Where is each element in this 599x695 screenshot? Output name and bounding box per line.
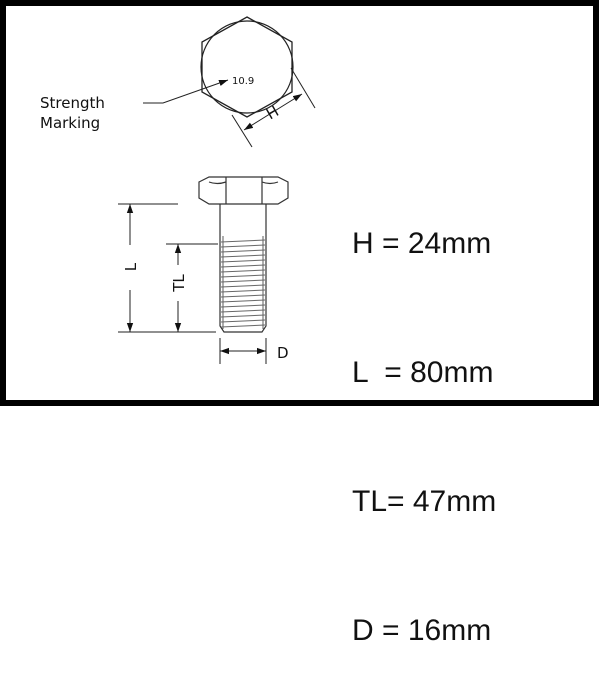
spec-length: L = 80mm	[352, 356, 494, 389]
spec-head-width: H = 24mm	[352, 227, 492, 260]
head-grade-mark: 10.9	[232, 76, 254, 87]
thread-line	[220, 239, 266, 243]
thread-line	[220, 314, 266, 318]
thread-line	[220, 279, 266, 283]
thread-line	[220, 269, 266, 273]
thread-line	[220, 249, 266, 253]
diagram-frame	[0, 0, 599, 406]
thread-line	[220, 264, 266, 268]
bolt-side-view	[198, 176, 289, 333]
length-dimension	[118, 203, 216, 333]
thread-line	[220, 259, 266, 263]
thread-line	[220, 309, 266, 313]
thread-line	[220, 254, 266, 258]
hex-head-top-view	[200, 16, 294, 118]
bolt-diagram: 10.9 Strength Marking H L	[40, 16, 316, 364]
strength-marking-label-line1: Strength	[40, 94, 105, 112]
strength-marking-label-line2: Marking	[40, 114, 100, 132]
spec-thread-length: TL= 47mm	[352, 485, 497, 518]
strength-marking-leader	[143, 79, 229, 104]
thread-line	[220, 294, 266, 298]
spec-diameter: D = 16mm	[352, 614, 492, 647]
thread-line	[220, 304, 266, 308]
diameter-label: D	[277, 344, 289, 362]
thread-line	[220, 284, 266, 288]
thread-length-dimension	[166, 243, 218, 332]
thread-line	[220, 324, 266, 328]
head-width-dimension	[231, 67, 316, 148]
head-width-label: H	[263, 102, 282, 123]
diameter-dimension	[219, 338, 267, 364]
spec-list: H = 24mm L = 80mm TL= 47mm D = 16mm	[352, 136, 496, 695]
thread-line	[220, 244, 266, 248]
thread-line	[220, 319, 266, 323]
bolt-thread-lines	[220, 239, 266, 328]
thread-length-label: TL	[170, 274, 188, 293]
thread-line	[220, 274, 266, 278]
thread-line	[220, 299, 266, 303]
thread-line	[220, 289, 266, 293]
length-label: L	[122, 262, 140, 271]
